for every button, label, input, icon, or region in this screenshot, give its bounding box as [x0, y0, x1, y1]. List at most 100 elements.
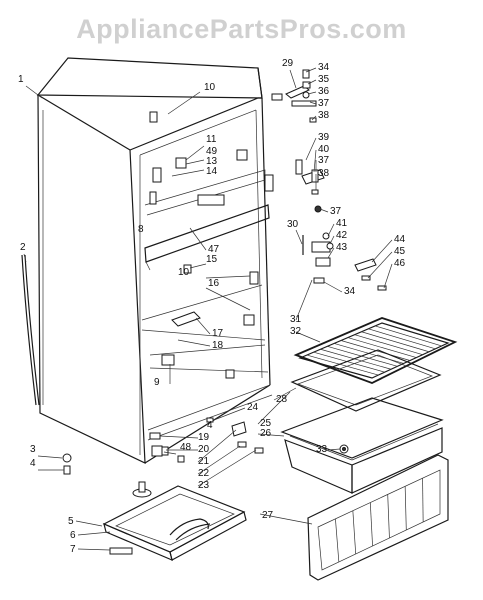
callout-label-l34b: 34 — [344, 286, 356, 297]
callout-label-l32: 32 — [290, 326, 302, 337]
leveling-leg — [132, 445, 163, 498]
leader-line — [189, 227, 207, 251]
panel-rib — [352, 510, 357, 555]
callout-label-l37a: 37 — [318, 98, 330, 109]
panel-rib — [369, 502, 373, 547]
callout-label-l45: 45 — [394, 246, 406, 257]
callout-label-l25: 25 — [260, 418, 272, 429]
shelf-wire — [306, 354, 379, 376]
leader-line — [257, 391, 291, 425]
leader-lines — [23, 67, 393, 551]
callout-label-l9: 9 — [154, 377, 160, 388]
leader-line — [289, 69, 297, 89]
callout-label-l24: 24 — [247, 402, 259, 413]
small-screws — [62, 453, 72, 475]
leader-line — [197, 429, 237, 463]
leader-line — [319, 208, 329, 213]
callout-label-l40: 40 — [318, 144, 330, 155]
leader-line — [273, 387, 297, 401]
leader-line — [37, 455, 63, 459]
base-pan — [102, 485, 247, 562]
leader-line — [295, 331, 321, 343]
callout-label-l3: 3 — [30, 444, 36, 455]
callout-label-l2: 2 — [20, 242, 26, 253]
shelf-wire — [368, 328, 436, 350]
leader-line — [327, 448, 341, 451]
leader-line — [305, 67, 317, 73]
callout-label-l14: 14 — [206, 166, 218, 177]
leader-line — [323, 281, 343, 293]
callout-label-l22: 22 — [198, 468, 210, 479]
leader-line — [305, 137, 317, 161]
leader-line — [259, 513, 313, 525]
callout-label-l48: 48 — [180, 442, 192, 453]
callout-label-l29: 29 — [282, 58, 294, 69]
cabinet — [36, 57, 273, 464]
callout-label-l31: 31 — [290, 314, 302, 325]
shelf-wire — [347, 337, 417, 358]
leader-line — [327, 223, 335, 237]
leader-line — [25, 85, 43, 99]
callout-label-l10a: 10 — [204, 82, 216, 93]
shelf-bracket-assembly — [302, 232, 387, 291]
callout-label-l42: 42 — [336, 230, 348, 241]
callout-label-l36: 36 — [318, 86, 330, 97]
leader-line — [197, 449, 257, 487]
leader-line — [197, 445, 241, 475]
callout-label-l11: 11 — [206, 134, 217, 145]
leader-line — [313, 149, 317, 173]
leader-line — [295, 229, 303, 245]
leader-line — [367, 251, 393, 279]
leader-line — [329, 235, 335, 245]
leader-line — [257, 433, 285, 437]
callout-label-l28: 28 — [276, 394, 288, 405]
callout-label-l39: 39 — [318, 132, 330, 143]
callout-label-l38b: 38 — [318, 168, 330, 179]
panel-rib — [335, 518, 340, 563]
callout-label-l47: 47 — [208, 244, 220, 255]
shelf-wire — [361, 331, 430, 353]
leader-line — [195, 317, 211, 335]
leader-line — [311, 115, 317, 121]
callout-label-l19: 19 — [198, 432, 210, 443]
callout-label-l18: 18 — [212, 340, 224, 351]
callout-label-l7: 7 — [70, 544, 76, 555]
callout-label-l5: 5 — [68, 516, 74, 527]
leader-line — [213, 407, 246, 421]
callout-label-l26: 26 — [260, 428, 272, 439]
panel-rib — [422, 478, 424, 523]
shelf-wire — [320, 348, 392, 370]
shelf-wire — [375, 325, 442, 347]
center-hinge-assembly — [295, 159, 325, 213]
shelf-wire — [313, 351, 385, 373]
leader-line — [205, 275, 251, 279]
callout-label-l34a: 34 — [318, 62, 330, 73]
leader-line — [383, 263, 393, 289]
glass-shelf — [290, 349, 442, 412]
leader-line — [185, 145, 205, 161]
callout-label-l41: 41 — [336, 218, 348, 229]
watermark: AppliancePartsPros.com — [76, 14, 407, 44]
callout-label-l38a: 38 — [318, 110, 330, 121]
callout-label-l21: 21 — [198, 456, 210, 467]
leader-line — [77, 531, 111, 536]
leader-line — [177, 339, 211, 347]
callout-label-l10b: 10 — [178, 267, 190, 278]
panel-rib — [404, 486, 407, 531]
leader-line — [307, 79, 317, 85]
callout-label-l27: 27 — [262, 510, 274, 521]
callout-label-l13: 13 — [206, 156, 218, 167]
callout-label-l4b: 4 — [207, 420, 213, 431]
leader-line — [205, 287, 251, 311]
leader-line — [185, 159, 205, 165]
leader-line — [23, 253, 27, 263]
crisper-front-panel — [307, 454, 449, 581]
leader-line — [163, 451, 177, 455]
leader-line — [159, 435, 199, 439]
shelf-wire — [354, 334, 423, 356]
leader-line — [307, 91, 317, 95]
callout-label-l6: 6 — [70, 530, 76, 541]
callout-label-l46: 46 — [394, 258, 406, 269]
